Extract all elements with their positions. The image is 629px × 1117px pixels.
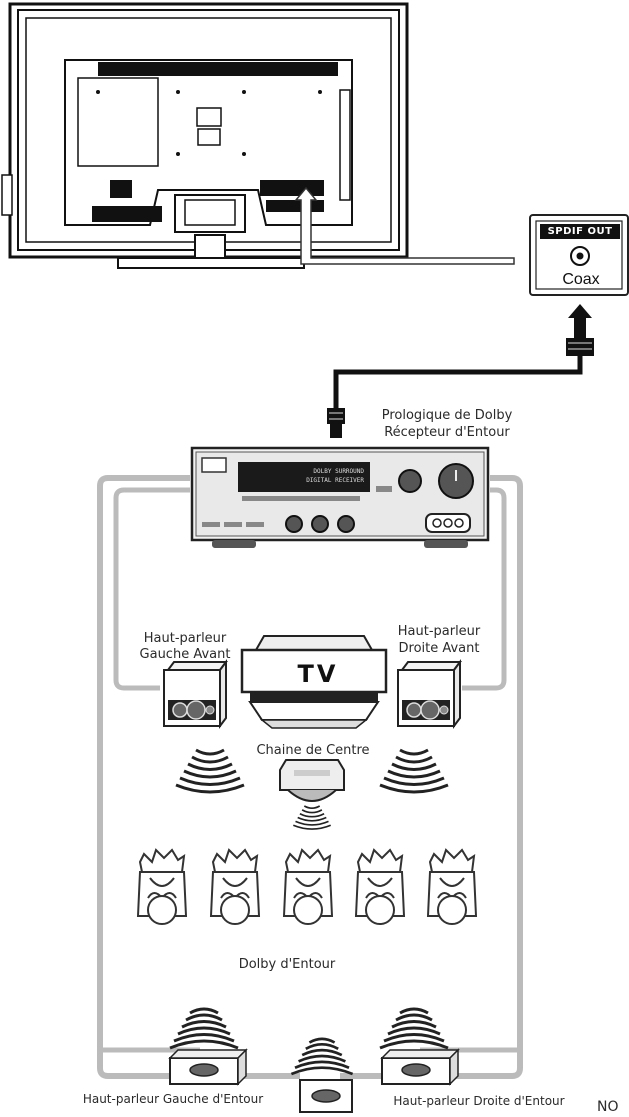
coax-label: Coax — [562, 271, 600, 288]
coax-cable — [327, 304, 594, 438]
surround-left-speaker — [168, 1007, 248, 1086]
front-left-label-line1: Haut-parleur — [143, 631, 227, 646]
front-left-label-line2: Gauche Avant — [139, 647, 231, 662]
front-right-speaker — [378, 661, 461, 794]
dolby-surround-label: Dolby d'Entour — [238, 957, 336, 972]
surround-left-label: Haut-parleur Gauche d'Entour — [82, 1092, 264, 1106]
surround-rear-speaker — [290, 1037, 354, 1113]
front-left-speaker — [163, 661, 246, 794]
receiver-title-line2: Récepteur d'Entour — [384, 425, 510, 440]
front-right-label-line2: Droite Avant — [398, 641, 480, 656]
corner-text: NO — [597, 1099, 619, 1115]
receiver-display-line1: DOLBY SURROUND — [313, 468, 364, 475]
receiver-display-line2: DIGITAL RECEIVER — [306, 477, 364, 484]
front-right-label-line1: Haut-parleur — [397, 624, 481, 639]
spdif-cable-arrow — [294, 186, 515, 265]
center-channel-label: Chaine de Centre — [256, 743, 370, 758]
tv-label: TV — [297, 660, 339, 688]
spdif-out-label: SPDIF OUT — [540, 224, 620, 239]
center-speaker — [279, 759, 345, 830]
surround-receiver — [190, 446, 490, 548]
surround-right-label: Haut-parleur Droite d'Entour — [393, 1094, 565, 1108]
tv-front — [240, 635, 388, 729]
tv-rear — [1, 2, 409, 269]
audience — [137, 849, 477, 925]
surround-right-speaker — [378, 1007, 460, 1086]
receiver-title-line1: Prologique de Dolby — [381, 408, 513, 423]
